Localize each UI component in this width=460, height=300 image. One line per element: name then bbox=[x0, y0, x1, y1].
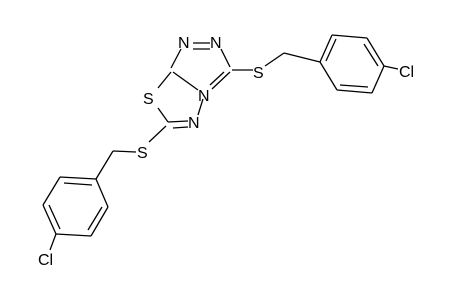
bond-ring-right-5 bbox=[336, 89, 373, 94]
bond-ring-left-5 bbox=[90, 206, 109, 237]
bond-ring-left-5-inner bbox=[87, 206, 103, 231]
atom-label-n-top-right: N bbox=[210, 35, 222, 52]
atom-label-n-lower: N bbox=[188, 115, 200, 132]
bond-s-right-ch2 bbox=[264, 52, 285, 67]
bond-ring-left-3 bbox=[42, 204, 57, 235]
bond-ch2-ring-left bbox=[95, 150, 114, 180]
atom-label-s-thioether-left: S bbox=[137, 145, 148, 162]
atom-label-s-thioether-right: S bbox=[253, 65, 264, 82]
bond-ring-right-4 bbox=[371, 65, 385, 94]
bond-c7a-n1 bbox=[170, 48, 182, 69]
bond-ring-right-2 bbox=[331, 34, 368, 39]
bond-ring-left-cl bbox=[49, 233, 57, 251]
bond-c6-n5 bbox=[167, 120, 189, 123]
bond-ring-left-2 bbox=[42, 176, 61, 206]
bonds bbox=[42, 34, 399, 251]
bond-n4-c7a bbox=[172, 71, 199, 91]
bond-ring-right-3 bbox=[366, 37, 385, 67]
atom-label-n-bridge: N bbox=[198, 88, 210, 105]
bond-s-left-ch2 bbox=[112, 150, 137, 153]
atom-label-cl-left: Cl bbox=[38, 252, 53, 269]
bond-c6-n5-inner bbox=[172, 126, 189, 129]
bond-s-c6 bbox=[157, 107, 169, 123]
bond-ring-left-4 bbox=[55, 233, 92, 237]
bond-ring-right-1-inner bbox=[325, 38, 337, 62]
bond-n2-c3 bbox=[220, 48, 231, 68]
bond-ch2-ring-right bbox=[283, 52, 321, 63]
bond-ring-left-1-inner bbox=[63, 182, 93, 186]
bond-c7a-s bbox=[157, 71, 172, 89]
bond-ring-right-3-inner bbox=[363, 43, 379, 67]
atom-label-s-ring: S bbox=[143, 91, 154, 108]
bond-n5-n4 bbox=[197, 98, 204, 116]
atom-label-n-top-left: N bbox=[178, 35, 190, 52]
bond-ring-left-3-inner bbox=[48, 204, 61, 230]
bond-c3-n4-inner bbox=[209, 71, 225, 86]
atom-label-cl-right: Cl bbox=[399, 64, 414, 81]
bond-ring-right-cl bbox=[383, 65, 399, 70]
bond-ring-right-5-inner bbox=[339, 84, 369, 88]
atom-labels: N N N N S S S Cl Cl bbox=[38, 35, 414, 269]
bond-ring-left-1 bbox=[59, 176, 97, 180]
bond-c3-n4 bbox=[211, 71, 231, 90]
bond-c6-s-left bbox=[148, 125, 167, 143]
bond-ring-right-1 bbox=[319, 34, 333, 63]
bond-ring-right-6 bbox=[319, 61, 338, 91]
bond-ring-left-6 bbox=[95, 178, 109, 208]
